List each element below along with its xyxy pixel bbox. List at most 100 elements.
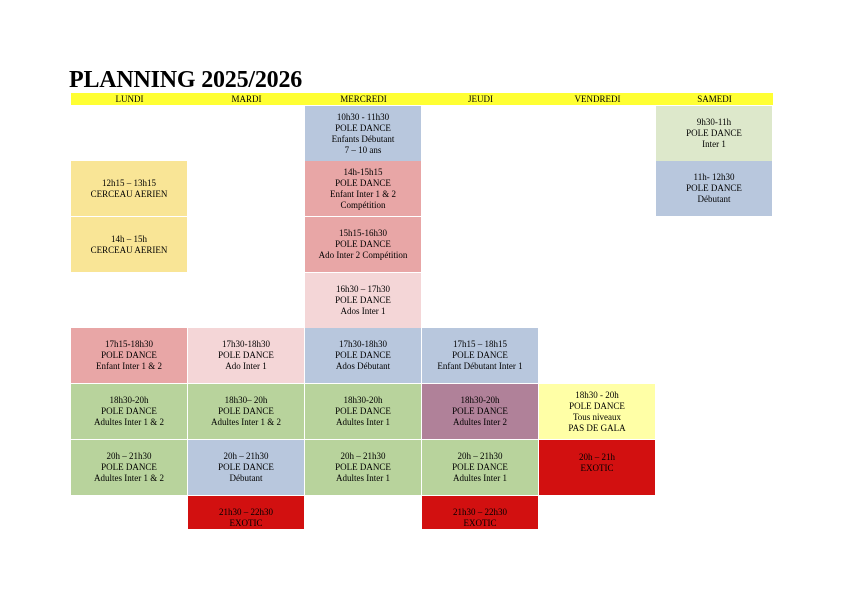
session-line: POLE DANCE [452,406,508,416]
session-time: 16h30 – 17h30 [336,284,390,294]
session-line: POLE DANCE [452,462,508,472]
session-line: Adultes Inter 1 [336,417,390,427]
session-line: 7 – 10 ans [344,144,382,155]
day-mercredi: MERCREDI [340,94,387,104]
page-title: PLANNING 2025/2026 [69,67,303,93]
session-line: Adultes Inter 1 & 2 [94,473,164,483]
session-time: 15h15-16h30 [339,228,387,238]
day-lundi: LUNDI [115,94,144,104]
session-mer-6: 18h30-20h POLE DANCE Adultes Inter 1 [305,384,421,439]
session-line: POLE DANCE [335,177,391,188]
session-time: 21h30 – 22h30 [453,507,507,517]
session-line: POLE DANCE [335,462,391,472]
session-mer-1: 10h30 - 11h30 POLE DANCE Enfants Débutan… [305,106,421,161]
session-line: Ados Débutant [335,361,391,371]
session-time: 20h – 21h30 [457,451,503,461]
day-vendredi: VENDREDI [574,94,621,104]
days-header: LUNDI MARDI MERCREDI JEUDI VENDREDI SAME… [71,93,773,105]
session-time: 18h30 - 20h [575,389,619,400]
session-line: POLE DANCE [101,406,157,416]
session-jeu-4: 21h30 – 22h30 EXOTIC [422,496,538,529]
session-time: 17h30-18h30 [222,339,270,349]
day-jeudi: JEUDI [468,94,493,104]
session-time: 20h – 21h [579,452,615,462]
session-time: 17h15-18h30 [105,339,153,349]
day-mardi: MARDI [231,94,262,104]
day-samedi: SAMEDI [697,94,732,104]
session-line: POLE DANCE [218,406,274,416]
session-time: 14h-15h15 [343,166,383,177]
session-ven-1: 18h30 - 20h POLE DANCE Tous niveaux PAS … [539,384,655,439]
session-time: 9h30-11h [696,117,732,127]
session-time: 17h15 – 18h15 [453,339,507,349]
session-line: POLE DANCE [686,183,742,193]
session-lun-5: 20h – 21h30 POLE DANCE Adultes Inter 1 &… [71,440,187,495]
session-time: 12h15 – 13h15 [102,177,156,188]
session-line: Ados Inter 1 [340,306,386,316]
session-line: Enfant Inter 1 & 2 [96,361,162,371]
session-mer-3: 15h15-16h30 POLE DANCE Ado Inter 2 Compé… [305,217,421,272]
session-line: Adultes Inter 1 [336,473,390,483]
session-line: Adultes Inter 1 [453,473,507,483]
session-line: CERCEAU AERIEN [90,188,168,199]
session-line: Enfant Débutant Inter 1 [437,361,523,371]
session-time: 21h30 – 22h30 [219,507,273,517]
session-line: POLE DANCE [335,122,391,133]
session-jeu-1: 17h15 – 18h15 POLE DANCE Enfant Débutant… [422,328,538,383]
session-mar-4: 21h30 – 22h30 EXOTIC [188,496,304,529]
session-line: PAS DE GALA [568,422,626,433]
session-time: 10h30 - 11h30 [336,111,390,122]
session-jeu-3: 20h – 21h30 POLE DANCE Adultes Inter 1 [422,440,538,495]
session-time: 20h – 21h30 [106,451,152,461]
session-line: POLE DANCE [569,400,625,411]
session-time: 18h30– 20h [224,395,268,405]
session-line: EXOTIC [580,463,614,473]
session-line: EXOTIC [463,518,497,528]
session-ven-2: 20h – 21h EXOTIC [539,440,655,495]
session-mer-2: 14h-15h15 POLE DANCE Enfant Inter 1 & 2 … [305,161,421,216]
session-lun-4: 18h30-20h POLE DANCE Adultes Inter 1 & 2 [71,384,187,439]
session-time: 17h30-18h30 [339,339,387,349]
session-line: Débutant [229,473,263,483]
session-mer-7: 20h – 21h30 POLE DANCE Adultes Inter 1 [305,440,421,495]
session-line: POLE DANCE [686,128,742,138]
session-time: 20h – 21h30 [223,451,269,461]
session-sam-1: 9h30-11h POLE DANCE Inter 1 [656,106,772,161]
session-lun-3: 17h15-18h30 POLE DANCE Enfant Inter 1 & … [71,328,187,383]
session-line: Débutant [697,194,731,204]
session-time: 20h – 21h30 [340,451,386,461]
session-lun-1: 12h15 – 13h15 CERCEAU AERIEN [71,161,187,216]
session-line: POLE DANCE [335,350,391,360]
session-line: Compétition [340,199,386,210]
session-line: POLE DANCE [452,350,508,360]
session-mer-4: 16h30 – 17h30 POLE DANCE Ados Inter 1 [305,273,421,328]
schedule-grid: 10h30 - 11h30 POLE DANCE Enfants Débutan… [71,106,772,529]
session-line: Tous niveaux [572,411,622,422]
session-mar-2: 18h30– 20h POLE DANCE Adultes Inter 1 & … [188,384,304,439]
session-line: POLE DANCE [335,239,391,249]
session-line: Ado Inter 2 Compétition [318,250,408,260]
session-line: CERCEAU AERIEN [90,244,168,255]
session-time: 11h- 12h30 [693,172,735,182]
session-line: POLE DANCE [101,462,157,472]
session-line: POLE DANCE [335,295,391,305]
session-line: Enfants Débutant [331,133,395,144]
session-line: POLE DANCE [101,350,157,360]
session-time: 18h30-20h [109,395,149,405]
session-line: EXOTIC [229,518,263,528]
session-line: POLE DANCE [218,462,274,472]
session-mer-5: 17h30-18h30 POLE DANCE Ados Débutant [305,328,421,383]
session-line: POLE DANCE [218,350,274,360]
session-sam-2: 11h- 12h30 POLE DANCE Débutant [656,161,772,216]
session-line: Ado Inter 1 [225,361,267,371]
session-line: POLE DANCE [335,406,391,416]
session-line: Enfant Inter 1 & 2 [330,188,396,199]
session-time: 18h30-20h [460,395,500,405]
session-line: Adultes Inter 2 [453,417,507,427]
session-time: 18h30-20h [343,395,383,405]
session-time: 14h – 15h [111,233,147,244]
session-line: Adultes Inter 1 & 2 [211,417,281,427]
session-lun-2: 14h – 15h CERCEAU AERIEN [71,217,187,272]
session-mar-1: 17h30-18h30 POLE DANCE Ado Inter 1 [188,328,304,383]
session-line: Adultes Inter 1 & 2 [94,417,164,427]
